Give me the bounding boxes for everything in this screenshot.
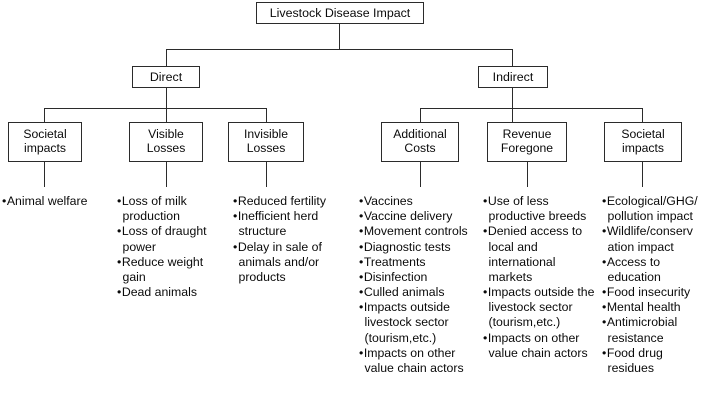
connector-direct-child-1 [44,108,46,123]
node-additional-costs: Additional Costs [381,122,459,162]
node-livestock-disease-impact: Livestock Disease Impact [256,2,424,24]
connector-direct-child-3 [266,108,268,123]
list-item: Access to education [602,255,704,285]
list-item: Impacts on other value chain actors [483,331,599,361]
node-societal-impacts-direct: Societal impacts [8,122,82,162]
connector-indirect-stem [512,88,514,109]
list-invisible-losses: Reduced fertility Inefficient herd struc… [233,194,345,285]
connector-stub-invisible-losses [266,162,268,187]
list-item: Movement controls [359,224,477,239]
list-item: Reduce weight gain [117,255,227,285]
connector-root-stem [339,24,341,50]
connector-stub-revenue-foregone [527,162,529,187]
node-invisible-losses: Invisible Losses [228,122,304,162]
list-item: Antimicrobial resistance [602,315,704,345]
list-item: Ecological/GHG/ pollution impact [602,194,704,224]
list-visible-losses: Loss of milk production Loss of draught … [117,194,227,300]
list-item: Impacts outside the livestock sector (to… [483,285,599,331]
connector-stub-societal-direct [44,162,46,187]
connector-root-bus [166,49,513,51]
connector-direct-bus [44,108,266,110]
list-item: Impacts outside livestock sector (touris… [359,300,477,346]
list-item: Denied access to local and international… [483,224,599,285]
list-additional-costs: Vaccines Vaccine delivery Movement contr… [359,194,477,376]
list-item: Wildlife/conserv ation impact [602,224,704,254]
list-societal-impacts-indirect: Ecological/GHG/ pollution impact Wildlif… [602,194,704,376]
list-item: Vaccines [359,194,477,209]
list-item: Animal welfare [2,194,114,209]
connector-stub-visible-losses [166,162,168,187]
connector-stub-societal-indirect [642,162,644,187]
list-item: Food drug residues [602,346,704,376]
node-direct: Direct [132,66,200,88]
connector-indirect-child-1 [420,108,422,123]
list-item: Disinfection [359,270,477,285]
connector-indirect-drop [512,49,514,67]
list-item: Inefficient herd structure [233,209,345,239]
list-item: Food insecurity [602,285,704,300]
connector-direct-child-2 [166,108,168,123]
connector-stub-additional-costs [420,162,422,187]
list-item: Diagnostic tests [359,240,477,255]
connector-indirect-child-2 [512,108,514,123]
list-item: Delay in sale of animals and/or products [233,240,345,286]
list-item: Loss of draught power [117,224,227,254]
connector-direct-stem [166,88,168,109]
list-item: Reduced fertility [233,194,345,209]
list-item: Use of less productive breeds [483,194,599,224]
list-item: Treatments [359,255,477,270]
list-item: Vaccine delivery [359,209,477,224]
connector-direct-drop [166,49,168,67]
list-item: Loss of milk production [117,194,227,224]
list-item: Impacts on other value chain actors [359,346,477,376]
list-item: Mental health [602,300,704,315]
connector-indirect-child-3 [642,108,644,123]
connector-indirect-bus [420,108,642,110]
list-revenue-foregone: Use of less productive breeds Denied acc… [483,194,599,361]
list-item: Dead animals [117,285,227,300]
list-item: Culled animals [359,285,477,300]
node-indirect: Indirect [478,66,548,88]
node-visible-losses: Visible Losses [129,122,203,162]
list-societal-impacts-direct: Animal welfare [2,194,114,209]
node-revenue-foregone: Revenue Foregone [487,122,567,162]
node-societal-impacts-indirect: Societal impacts [604,122,682,162]
